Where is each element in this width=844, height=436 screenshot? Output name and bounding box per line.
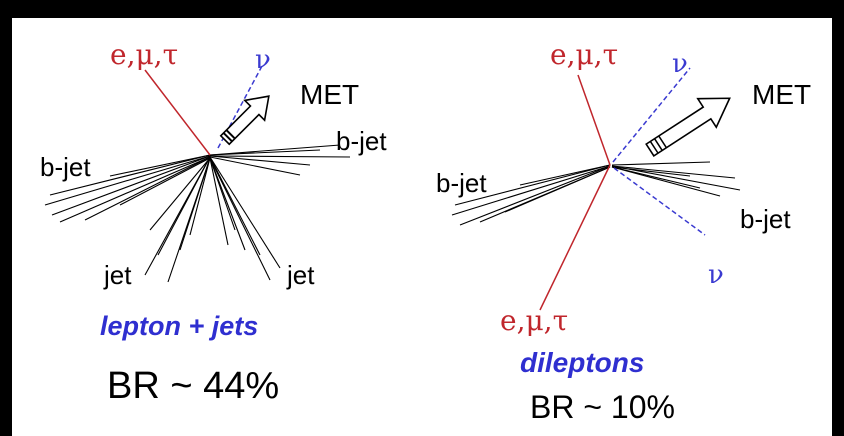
jet-right-label: jet	[286, 260, 315, 290]
bjet-left-label: b-jet	[436, 168, 487, 198]
lepton-track	[144, 69, 211, 156]
met-arrow	[645, 97, 731, 157]
jet-spray-lines	[44, 144, 351, 283]
lepton-top-track	[577, 74, 611, 166]
neutrino-top-track	[612, 67, 691, 163]
bjet-right-label: b-jet	[740, 204, 791, 234]
bjet-left-label: b-jet	[40, 152, 91, 182]
jet-spray-lines	[451, 161, 741, 226]
lepton-jets-diagram: e,μ,τ ν MET b-jet b-jet jet jet lepton +…	[40, 38, 387, 407]
dileptons-title: dileptons	[520, 347, 644, 378]
lepton-top-label: e,μ,τ	[550, 38, 618, 71]
jet-left-label: jet	[103, 260, 132, 290]
dileptons-diagram: e,μ,τ ν MET b-jet b-jet ν e,μ,τ dilepton…	[436, 38, 811, 425]
lepton-bottom-label: e,μ,τ	[500, 304, 568, 337]
neutrino-label: ν	[255, 45, 271, 75]
lepton-jets-title: lepton + jets	[100, 311, 258, 341]
neutrino-top-label: ν	[672, 49, 688, 79]
neutrino-bottom-label: ν	[708, 260, 724, 290]
met-label: MET	[300, 79, 359, 110]
met-label: MET	[752, 79, 811, 110]
met-arrow	[219, 95, 270, 146]
lepton-jets-br: BR ~ 44%	[107, 365, 279, 407]
dileptons-br: BR ~ 10%	[530, 389, 675, 425]
lepton-label: e,μ,τ	[110, 38, 178, 71]
lepton-bottom-track	[539, 164, 611, 311]
bjet-right-label: b-jet	[336, 126, 387, 156]
neutrino-bottom-track	[613, 167, 706, 236]
